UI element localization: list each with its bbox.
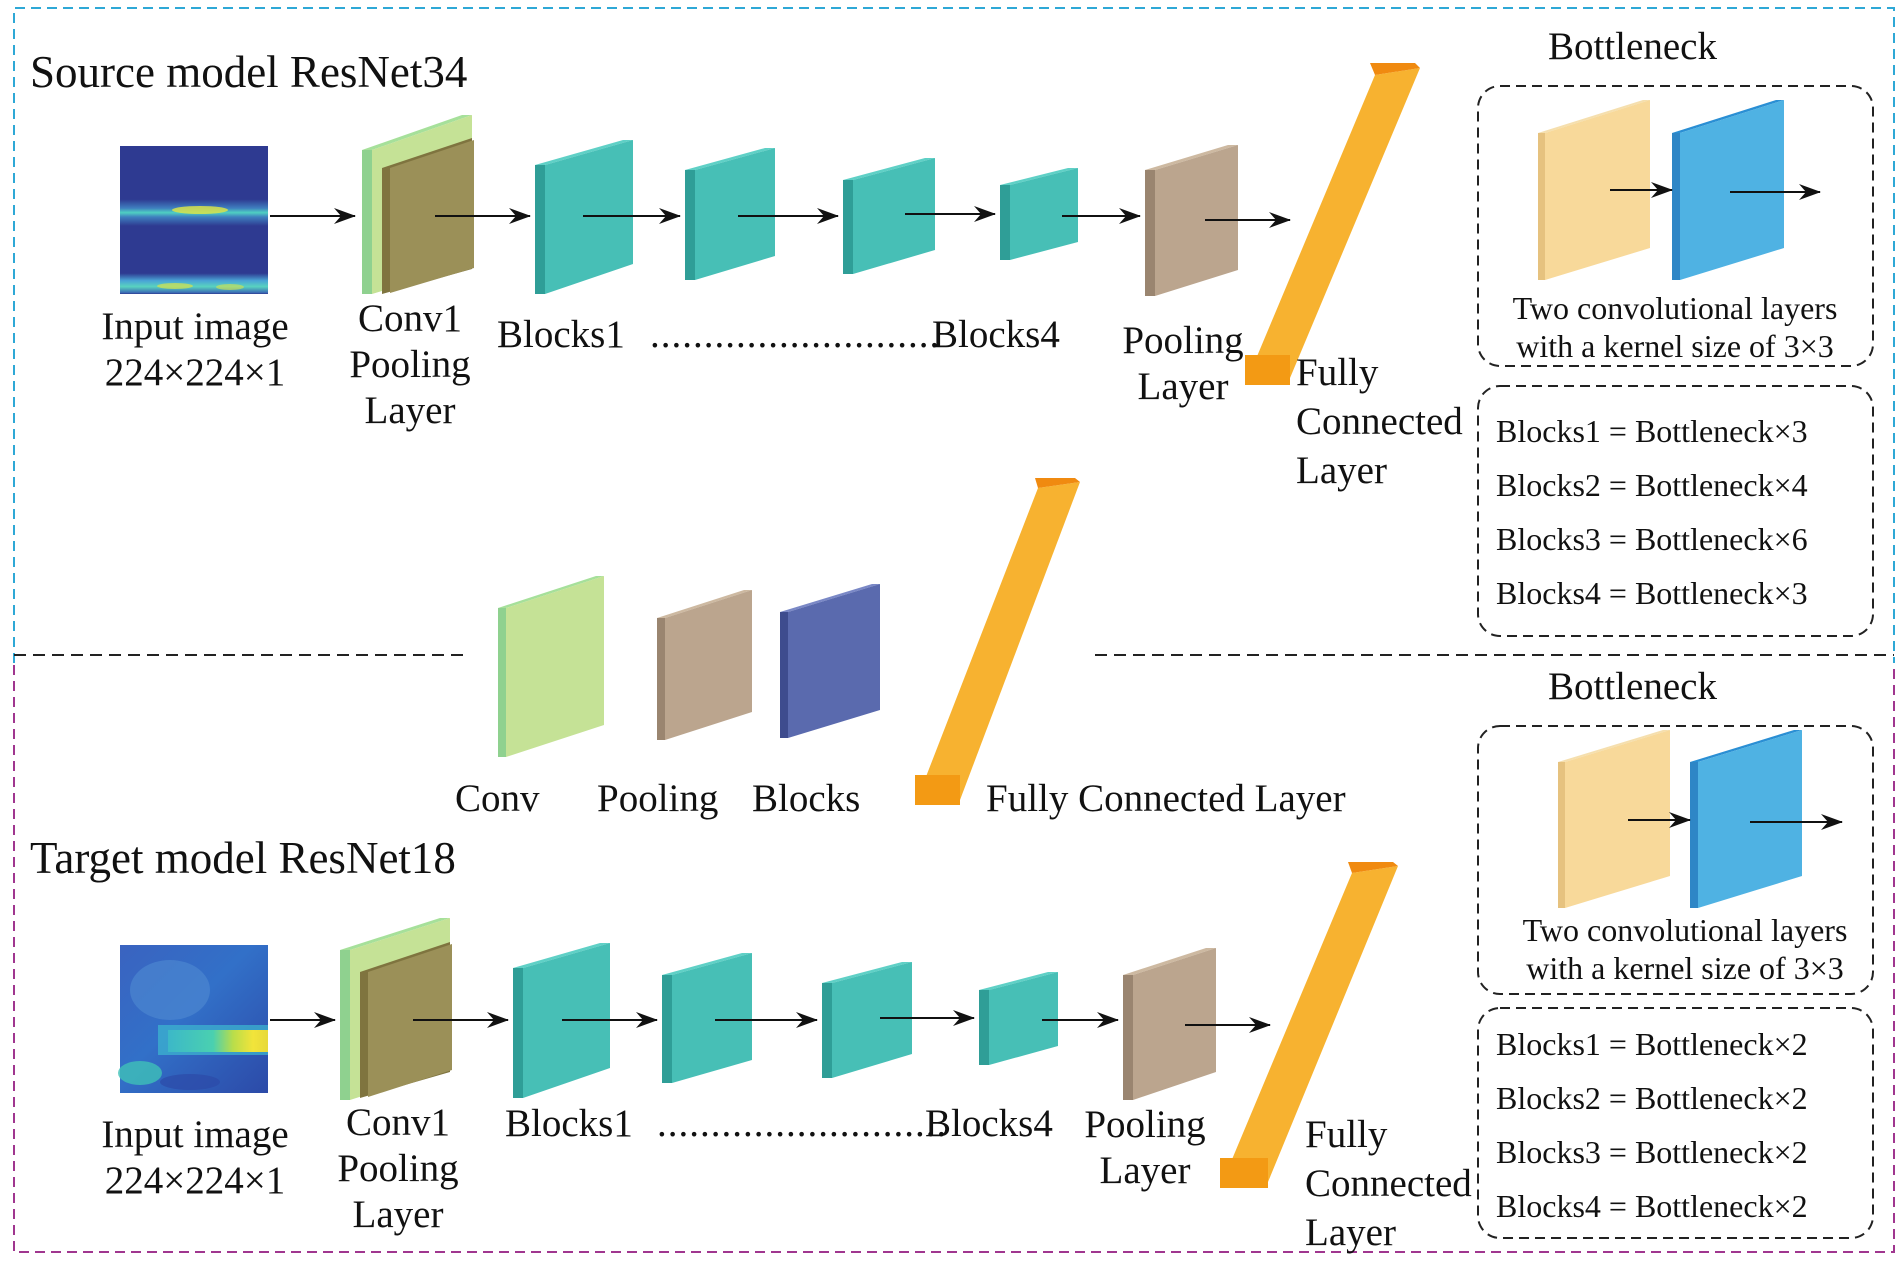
source-bottleneck-caption-line-2: with a kernel size of 3×3 xyxy=(1516,327,1834,364)
target-conv1-label-line-1: Conv1 xyxy=(345,1101,450,1144)
target-blocks-def-3: Blocks3 = Bottleneck×2 xyxy=(1496,1134,1808,1170)
target-blocks-def-2: Blocks2 = Bottleneck×2 xyxy=(1496,1080,1808,1116)
source-blocks-def-1: Blocks1 = Bottleneck×3 xyxy=(1496,413,1808,449)
legend-fc-swatch xyxy=(915,478,1080,805)
source-bottleneck-layer-1 xyxy=(1538,100,1650,280)
source-bottleneck-caption-line-1: Two convolutional layers xyxy=(1512,290,1838,326)
source-bottleneck-box xyxy=(1477,85,1874,367)
source-blocks-def-3: Blocks3 = Bottleneck×6 xyxy=(1496,521,1808,557)
target-bottleneck-caption-line-1: Two convolutional layers xyxy=(1522,912,1848,948)
target-bottleneck-caption: Two convolutional layers with a kernel s… xyxy=(1490,912,1880,988)
source-block-2 xyxy=(685,148,775,280)
target-pooling-label-line-2: Layer xyxy=(1099,1149,1191,1193)
source-block-3 xyxy=(843,158,935,274)
legend-fc-label: Fully Connected Layer xyxy=(986,777,1346,820)
source-block-4 xyxy=(1000,168,1078,260)
target-bottleneck-layer-1 xyxy=(1558,730,1670,908)
target-dots: ........................... xyxy=(657,1102,948,1145)
source-pooling-label-line-2: Layer xyxy=(1137,365,1229,409)
target-blocks-def-1: Blocks1 = Bottleneck×2 xyxy=(1496,1026,1808,1062)
source-input-label: Input image 224×224×1 xyxy=(70,304,320,396)
target-input-label-line-2: 224×224×1 xyxy=(104,1159,286,1203)
source-fc-label-line-2: Connected xyxy=(1296,400,1463,444)
source-bottleneck-layer-2 xyxy=(1672,100,1784,280)
source-blocks-def-4: Blocks4 = Bottleneck×3 xyxy=(1496,575,1808,611)
source-model-title: Source model ResNet34 xyxy=(30,47,468,97)
source-arrows xyxy=(270,206,1291,228)
target-input-image xyxy=(118,945,268,1093)
target-arrows xyxy=(270,1010,1271,1033)
source-input-label-line-1: Input image xyxy=(101,305,289,348)
target-fully-connected-layer xyxy=(1220,862,1398,1188)
legend-conv-swatch xyxy=(498,576,604,757)
source-fc-label-line-1: Fully xyxy=(1296,351,1379,394)
legend-blocks-label: Blocks xyxy=(752,777,861,820)
source-blocks1-label: Blocks1 xyxy=(497,313,625,356)
target-fc-label-line-1: Fully xyxy=(1305,1113,1388,1156)
legend-blocks-swatch xyxy=(780,584,880,738)
target-bottleneck-caption-line-2: with a kernel size of 3×3 xyxy=(1526,949,1844,986)
source-blocks-def-box xyxy=(1477,385,1874,637)
target-section-border xyxy=(13,665,1895,1253)
source-blocks4-label: Blocks4 xyxy=(932,313,1060,356)
source-conv1-label-line-2: Pooling xyxy=(349,343,471,387)
source-bottleneck-caption: Two convolutional layers with a kernel s… xyxy=(1480,290,1870,366)
target-pooling-label: Pooling Layer xyxy=(1074,1102,1216,1194)
source-pooling-layer xyxy=(1145,145,1238,296)
source-dots: ........................... xyxy=(650,313,941,356)
source-blocks-def: Blocks1 = Bottleneck×3 Blocks2 = Bottlen… xyxy=(1496,404,1808,620)
legend-conv-label: Conv xyxy=(455,777,540,820)
target-fc-label-line-3: Layer xyxy=(1305,1211,1396,1255)
target-bottleneck-title: Bottleneck xyxy=(1548,665,1717,708)
source-conv1-pooling-layer xyxy=(362,115,474,294)
target-blocks-def-4: Blocks4 = Bottleneck×2 xyxy=(1496,1188,1808,1224)
target-block-2 xyxy=(662,953,752,1083)
source-pooling-label-line-1: Pooling xyxy=(1122,319,1244,362)
target-blocks-def: Blocks1 = Bottleneck×2 Blocks2 = Bottlen… xyxy=(1496,1017,1808,1233)
target-block-3 xyxy=(822,962,912,1078)
legend-pooling-label: Pooling xyxy=(597,777,719,820)
source-blocks-def-2: Blocks2 = Bottleneck×4 xyxy=(1496,467,1808,503)
source-fully-connected-layer xyxy=(1245,63,1420,385)
source-input-label-line-2: 224×224×1 xyxy=(104,351,286,395)
target-conv1-label-line-2: Pooling xyxy=(337,1147,459,1191)
source-bottleneck-title: Bottleneck xyxy=(1548,25,1717,68)
source-section-border xyxy=(13,7,1895,663)
source-input-image xyxy=(120,146,268,294)
target-block-4 xyxy=(979,972,1058,1065)
target-fc-label-line-2: Connected xyxy=(1305,1162,1472,1206)
target-bottleneck-layer-2 xyxy=(1690,730,1802,908)
source-conv1-label-line-3: Layer xyxy=(364,389,456,433)
target-pooling-label-line-1: Pooling xyxy=(1084,1103,1206,1146)
source-bottleneck-arrows xyxy=(1610,182,1821,200)
target-conv1-label: Conv1 Pooling Layer xyxy=(318,1100,478,1238)
target-blocks4-label: Blocks4 xyxy=(925,1102,1053,1145)
target-conv1-label-line-3: Layer xyxy=(352,1193,444,1237)
target-fc-label: Fully Connected Layer xyxy=(1305,1110,1472,1257)
source-fc-label: Fully Connected Layer xyxy=(1296,348,1463,495)
target-input-label: Input image 224×224×1 xyxy=(70,1112,320,1204)
target-conv1-pooling-layer xyxy=(340,918,452,1100)
target-model-title: Target model ResNet18 xyxy=(30,833,456,883)
legend-pooling-swatch xyxy=(657,590,752,740)
source-fc-label-line-3: Layer xyxy=(1296,449,1387,493)
source-conv1-label: Conv1 Pooling Layer xyxy=(330,296,490,434)
target-pooling-layer xyxy=(1123,948,1216,1100)
source-conv1-label-line-1: Conv1 xyxy=(357,297,462,340)
target-input-label-line-1: Input image xyxy=(101,1113,289,1156)
target-bottleneck-box xyxy=(1477,725,1874,995)
target-blocks1-label: Blocks1 xyxy=(505,1102,633,1145)
source-pooling-label: Pooling Layer xyxy=(1112,318,1254,410)
target-bottleneck-arrows xyxy=(1628,812,1843,830)
